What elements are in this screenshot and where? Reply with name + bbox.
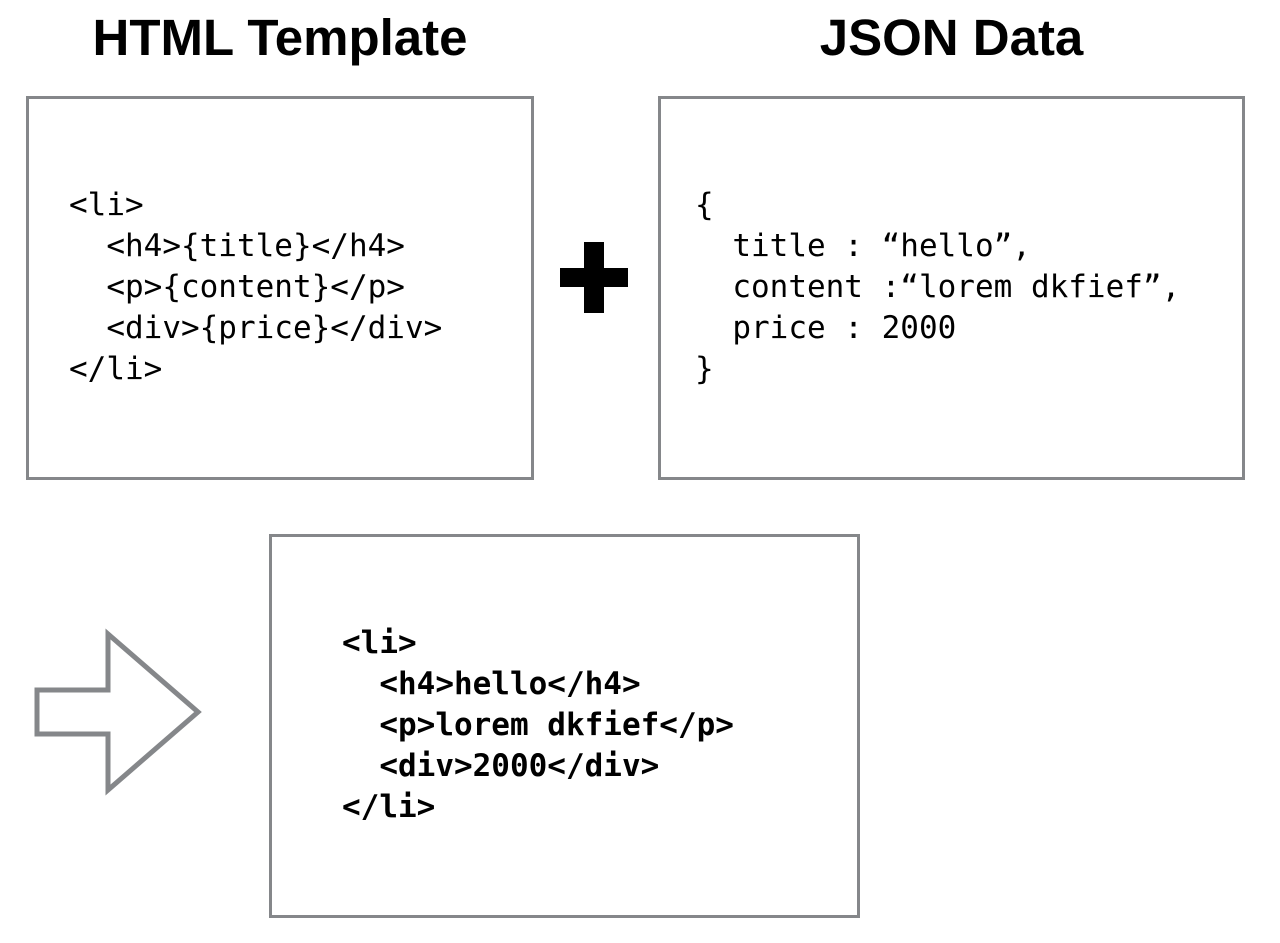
json-data-panel: { title : “hello”, content :“lorem dkfie…: [658, 96, 1245, 480]
json-data-heading: JSON Data: [819, 9, 1084, 66]
html-template-panel: <li> <h4>{title}</h4> <p>{content}</p> <…: [26, 96, 534, 480]
output-panel: <li> <h4>hello</h4> <p>lorem dkfief</p> …: [269, 534, 860, 918]
json-data-code: { title : “hello”, content :“lorem dkfie…: [695, 187, 1181, 387]
plus-icon-vertical-bar: [584, 242, 604, 313]
html-template-code: <li> <h4>{title}</h4> <p>{content}</p> <…: [69, 187, 443, 387]
right-arrow-outline: [34, 628, 202, 796]
output-code: <li> <h4>hello</h4> <p>lorem dkfief</p> …: [342, 625, 734, 825]
html-template-heading: HTML Template: [92, 9, 468, 66]
right-arrow-icon: [34, 628, 202, 796]
plus-icon: [560, 242, 628, 313]
